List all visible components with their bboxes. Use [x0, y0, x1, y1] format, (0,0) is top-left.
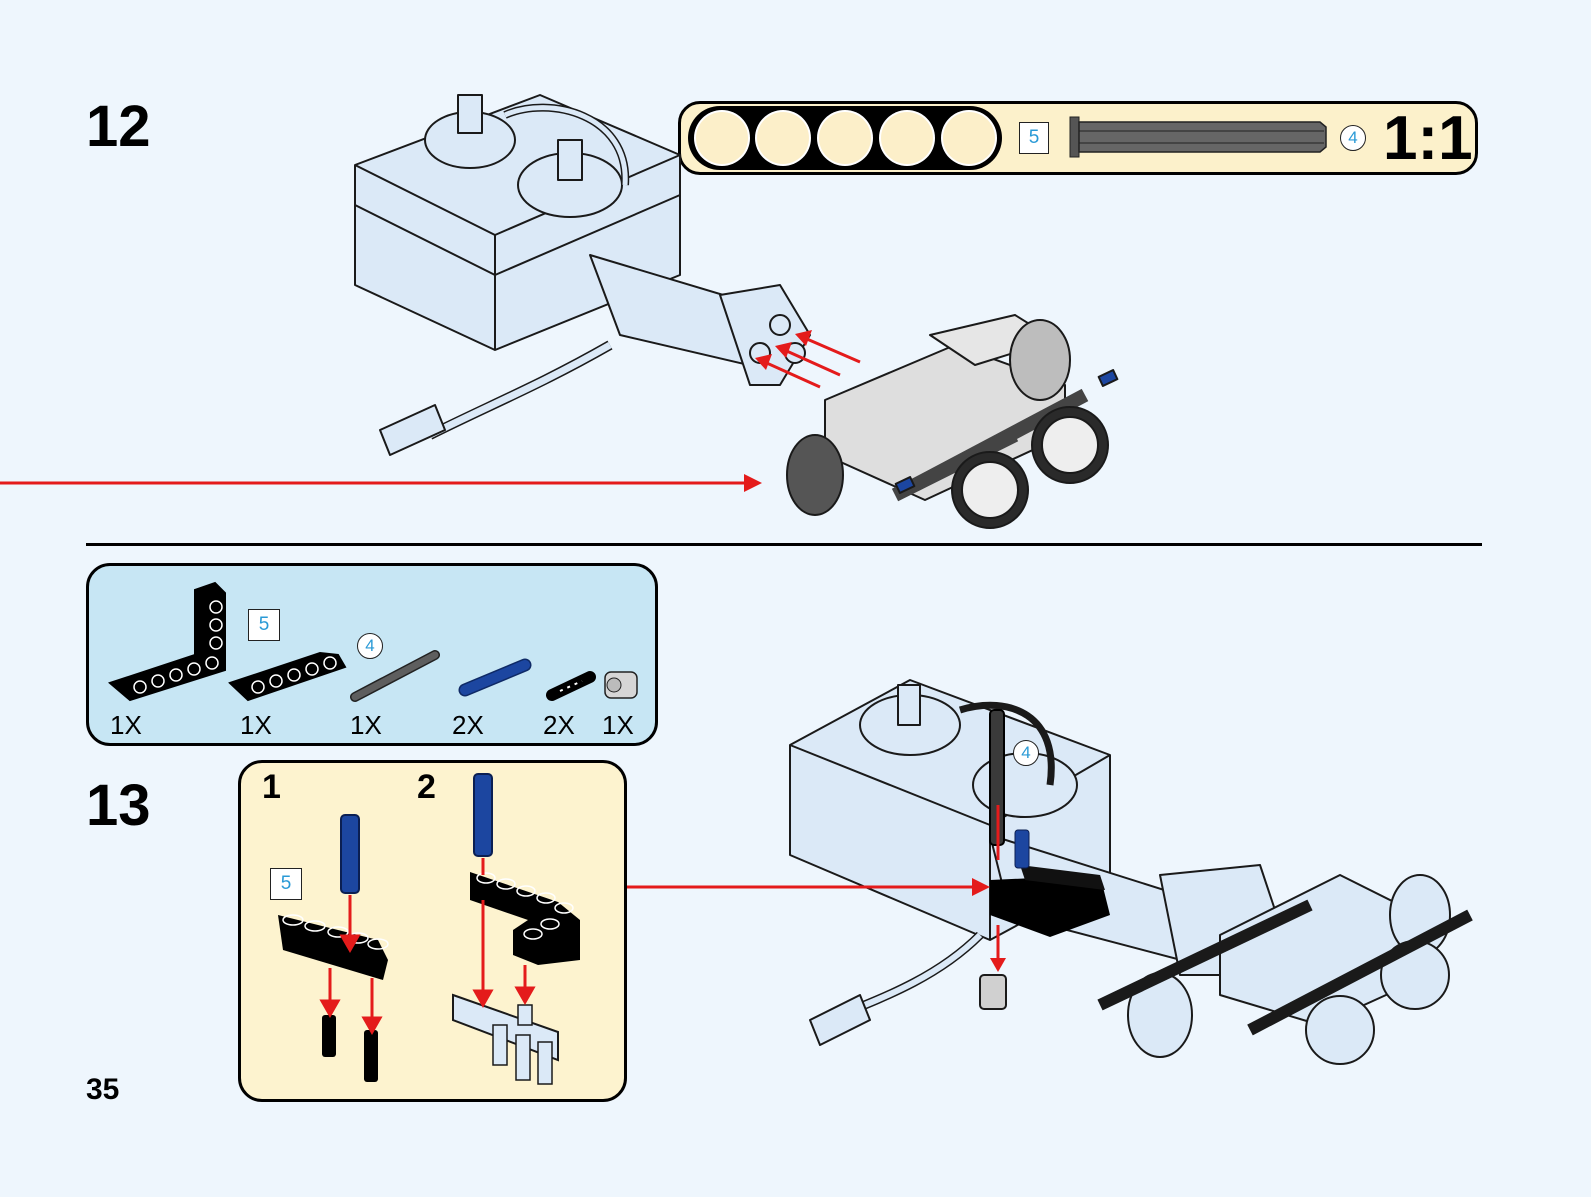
- scale-ratio: 1:1: [1383, 104, 1473, 173]
- pin-black-icon: [546, 671, 596, 701]
- main-assembly-illustration: [789, 679, 1473, 1065]
- long-pin-blue-icon: [458, 658, 532, 697]
- page-number: 35: [86, 1073, 120, 1106]
- motor-assembly-illustration: [354, 94, 811, 456]
- gearbox-chassis-illustration: [786, 314, 1119, 529]
- sub-step-2-blue-pin: [473, 773, 493, 857]
- part-quantity: 1X: [350, 710, 382, 740]
- arrow-bush-attach: [990, 925, 1006, 972]
- sub-step-2-arrows: [472, 858, 536, 1009]
- sub-step-number-1: 1: [262, 768, 281, 806]
- sub-step-1-arrows: [319, 895, 383, 1036]
- step-number-12: 12: [86, 94, 151, 159]
- arrow-pin-to-motor: [755, 354, 821, 389]
- axle-length-label: 4: [1340, 125, 1366, 151]
- part-quantity: 2X: [452, 710, 484, 740]
- bush-grey-icon: [604, 671, 638, 699]
- parts-list-icons: [107, 581, 638, 702]
- beam-hole: [881, 112, 933, 164]
- arrow-pin-to-motor: [795, 330, 861, 364]
- L-beam-icon: [107, 581, 226, 702]
- sub-step-2-light-beam: [452, 993, 559, 1085]
- beam-hole: [757, 112, 809, 164]
- sub-step-beam-length-label: 5: [270, 868, 302, 900]
- arrow-pin-to-motor: [775, 342, 841, 377]
- beam-5-icon: [228, 651, 347, 702]
- part-axle-length-label: 4: [357, 633, 383, 659]
- beam-hole: [696, 112, 748, 164]
- sub-step-1-blue-pin: [340, 814, 360, 894]
- sub-step-1-beam: [278, 914, 389, 980]
- beam-length-label: 5: [1019, 122, 1049, 154]
- sub-step-1-black-pins: [322, 1015, 378, 1082]
- beam-hole: [943, 112, 995, 164]
- sub-assembly-illustration: [278, 773, 580, 1085]
- sub-step-number-2: 2: [417, 768, 436, 806]
- beam-hole: [819, 112, 871, 164]
- part-quantity: 1X: [110, 710, 142, 740]
- main-axle-length-label: 4: [1013, 740, 1039, 766]
- step-divider: [86, 543, 1482, 546]
- beam-5-scale-icon: [688, 106, 1002, 170]
- part-beam-length-label: 5: [248, 609, 280, 641]
- axle-4-scale-icon: [1069, 116, 1327, 158]
- arrow-subassembly-to-model: [627, 878, 990, 896]
- sub-step-2-L-beam: [470, 872, 580, 965]
- added-blue-pin: [1014, 829, 1030, 869]
- arrow-to-chassis: [0, 474, 762, 492]
- part-quantity: 1X: [240, 710, 272, 740]
- axle-4-icon: [350, 650, 440, 702]
- added-black-beams: [990, 865, 1110, 937]
- step-number-13: 13: [86, 773, 151, 838]
- part-quantity: 2X: [543, 710, 575, 740]
- part-quantity: 1X: [602, 710, 634, 740]
